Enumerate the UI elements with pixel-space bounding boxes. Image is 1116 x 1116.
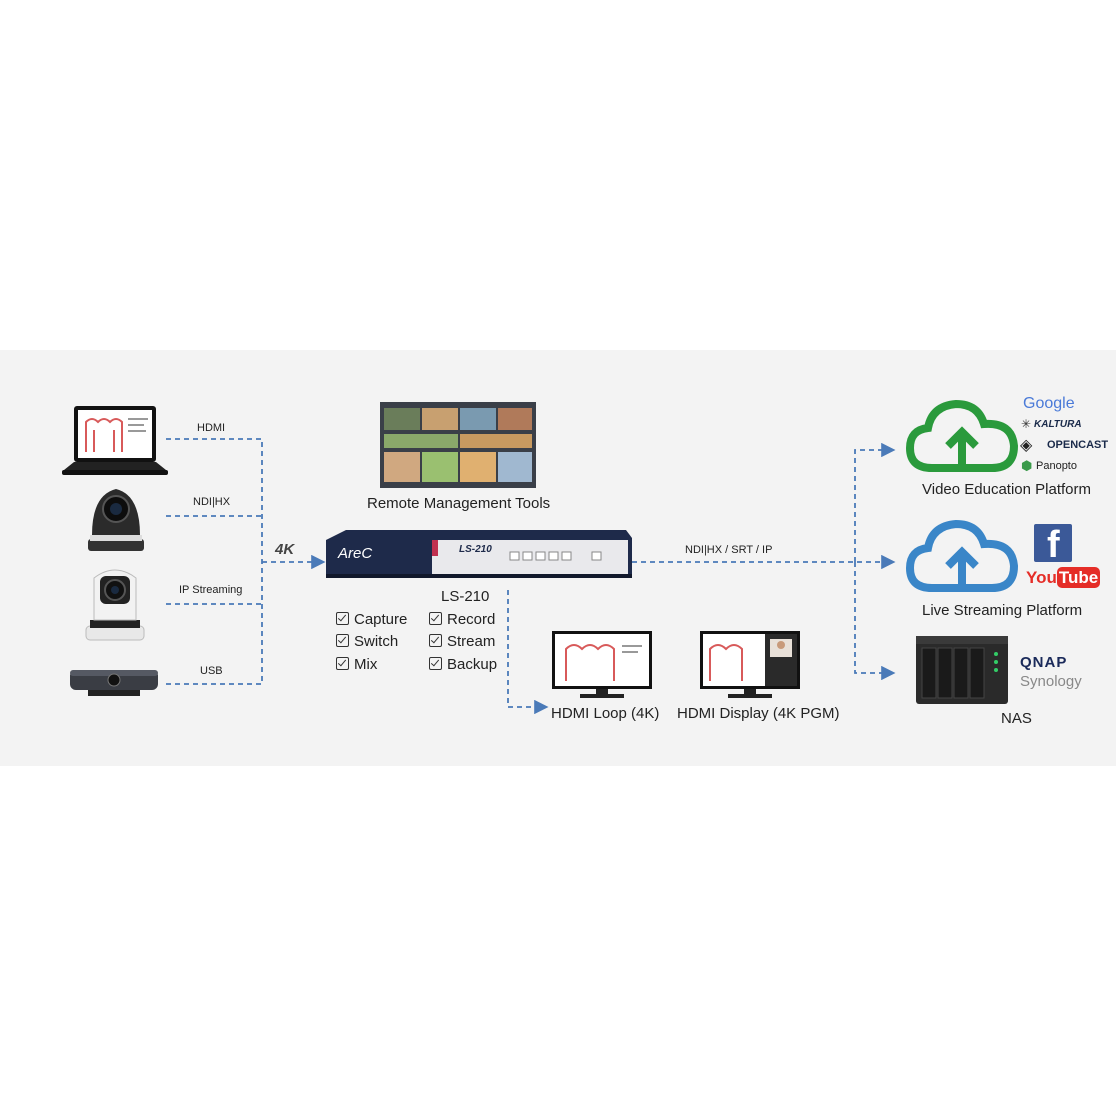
nas-label: NAS: [1001, 710, 1032, 727]
input-label-ip: IP Streaming: [179, 584, 243, 596]
input-label-usb: USB: [200, 665, 223, 677]
checkbox-icon: [429, 657, 442, 670]
feature-capture: Capture: [336, 611, 407, 628]
checkbox-icon: [336, 612, 349, 625]
panopto-icon: ⬢: [1021, 458, 1033, 473]
feature-mix: Mix: [336, 656, 377, 673]
ptz-camera-black-icon: [88, 489, 144, 551]
badge-4k: 4K: [275, 541, 295, 558]
opencast-icon: ◈: [1020, 437, 1033, 454]
google-logo: Google: [1023, 395, 1075, 412]
cloud-upload-blue-icon: [906, 519, 1018, 592]
feature-backup: Backup: [429, 656, 497, 673]
hdmi-loop-monitor-icon: [552, 631, 652, 698]
remote-tools-label: Remote Management Tools: [367, 495, 551, 512]
wire-out-branch: [854, 442, 896, 562]
device-panel-model: LS-210: [459, 544, 492, 555]
hdmi-display-label: HDMI Display (4K PGM): [677, 705, 840, 722]
kaltura-icon: ✳: [1021, 417, 1032, 431]
cloud-upload-green-icon: [906, 399, 1018, 472]
checkbox-icon: [336, 634, 349, 647]
feature-switch: Switch: [336, 633, 398, 650]
usb-camera-icon: [70, 670, 158, 696]
checkbox-icon: [429, 612, 442, 625]
panopto-logo: Panopto: [1036, 460, 1077, 472]
input-label-ndi: NDI|HX: [193, 496, 231, 508]
checkbox-icon: [336, 657, 349, 670]
wire-out-nas: [854, 562, 896, 681]
output-protocol-label: NDI|HX / SRT / IP: [685, 544, 773, 556]
checkbox-icon: [429, 634, 442, 647]
feature-record: Record: [429, 611, 495, 628]
education-platform-label: Video Education Platform: [922, 481, 1091, 498]
input-label-hdmi: HDMI: [197, 422, 226, 434]
feature-stream: Stream: [429, 633, 495, 650]
laptop-icon: [62, 406, 168, 475]
remote-monitor-icon: [380, 402, 536, 488]
device-name-label: LS-210: [441, 588, 490, 605]
facebook-logo: f: [1034, 524, 1072, 562]
hdmi-display-monitor-icon: [700, 631, 800, 698]
streaming-platform-label: Live Streaming Platform: [922, 602, 1083, 619]
synology-logo: Synology: [1020, 673, 1082, 690]
opencast-logo: OPENCAST: [1047, 439, 1109, 451]
wire-hdmi-loop: [507, 590, 549, 715]
device-brand-logo: AreC: [338, 545, 373, 562]
nas-device-icon: [916, 636, 1008, 704]
wire-hdmi: [166, 438, 263, 685]
hdmi-loop-label: HDMI Loop (4K): [551, 705, 660, 722]
qnap-logo: QNAP: [1020, 654, 1068, 671]
kaltura-logo: KALTURA: [1034, 419, 1082, 430]
ls210-device: [326, 530, 632, 578]
ptz-camera-white-icon: [85, 569, 145, 641]
